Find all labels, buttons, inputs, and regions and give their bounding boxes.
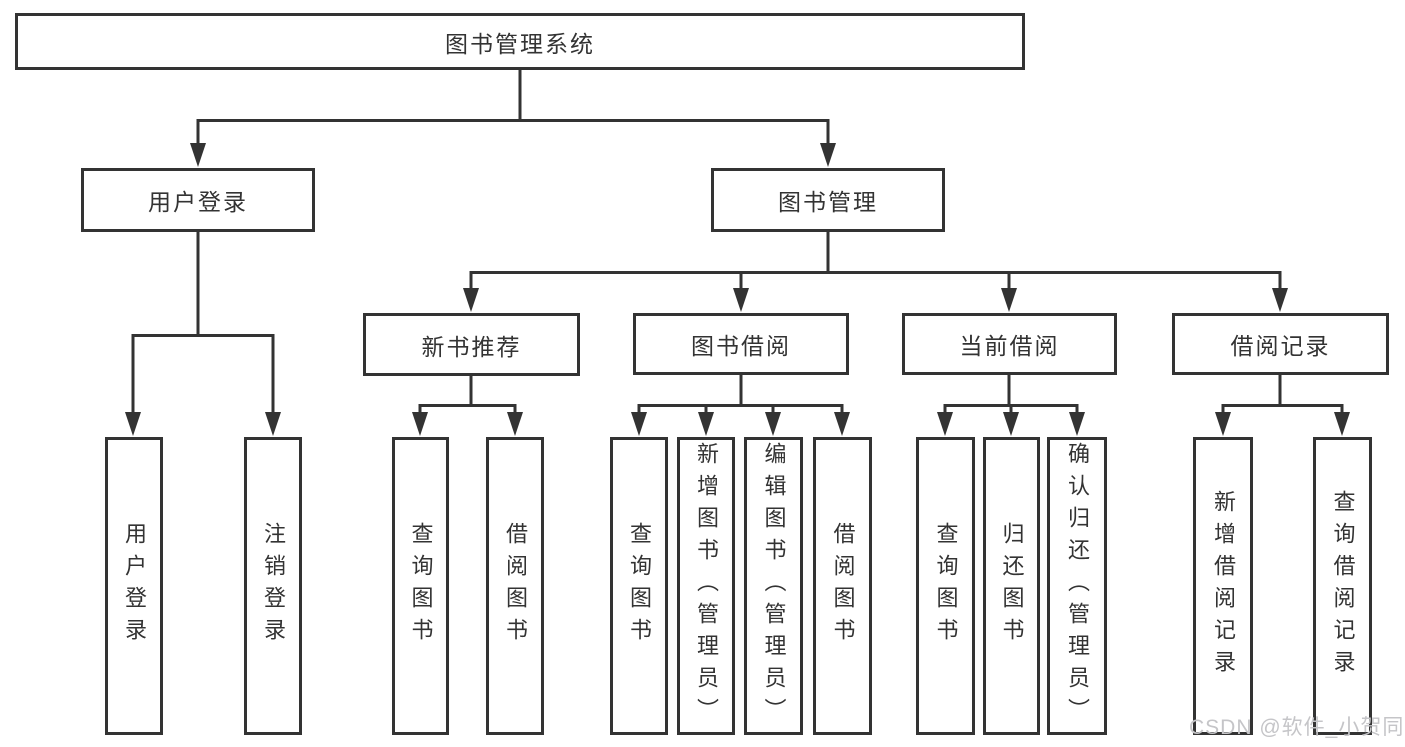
leaf-label: 查询图书 (408, 522, 434, 650)
leaf-label: 借阅图书 (503, 522, 528, 650)
leaf-label: 注销登录 (261, 522, 286, 650)
node-book-borrowing: 图书借阅 (633, 313, 849, 375)
leaf-return-book: 归还图书 (983, 437, 1040, 735)
leaf-borrow-book-recommend: 借阅图书 (486, 437, 544, 735)
node-label: 借阅记录 (1230, 333, 1331, 359)
csdn-watermark: CSDN @软件_小贺同学 (1189, 716, 1405, 739)
leaf-label: 借阅图书 (830, 522, 856, 650)
connector-borrow-record-to-leaves (1215, 375, 1350, 436)
leaf-add-borrow-record: 新增借阅记录 (1193, 437, 1253, 735)
node-label: 图书管理系统 (445, 30, 595, 57)
leaf-label: 用户登录 (122, 522, 147, 650)
leaf-borrow-book: 借阅图书 (813, 437, 872, 735)
node-current-borrowing: 当前借阅 (902, 313, 1117, 375)
leaf-edit-book-admin: 编辑图书（管理员） (744, 437, 803, 735)
leaf-label: 编辑图书（管理员） (761, 442, 787, 730)
leaf-add-book-admin: 新增图书（管理员） (677, 437, 735, 735)
leaf-query-book-current: 查询图书 (916, 437, 975, 735)
node-new-book-recommend: 新书推荐 (363, 313, 580, 376)
leaf-label: 查询图书 (933, 522, 959, 650)
node-user-login: 用户登录 (81, 168, 315, 232)
leaf-confirm-return-admin: 确认归还（管理员） (1047, 437, 1107, 735)
leaf-query-book-borrowing: 查询图书 (610, 437, 668, 735)
node-label: 新书推荐 (421, 333, 522, 360)
node-borrowing-records: 借阅记录 (1172, 313, 1389, 375)
leaf-label: 新增借阅记录 (1211, 490, 1236, 682)
node-label: 图书管理 (778, 189, 878, 215)
leaf-label: 归还图书 (999, 522, 1025, 650)
leaf-label: 查询借阅记录 (1330, 490, 1356, 682)
leaf-query-borrow-record: 查询借阅记录 (1313, 437, 1372, 735)
connector-root-to-level2 (190, 70, 836, 167)
connector-user-login-to-leaves (125, 232, 281, 436)
leaf-label: 确认归还（管理员） (1065, 442, 1090, 730)
node-label: 图书借阅 (691, 333, 791, 359)
leaf-user-login: 用户登录 (105, 437, 163, 735)
connector-current-borrow-to-leaves (937, 375, 1085, 436)
leaf-logout: 注销登录 (244, 437, 302, 735)
connector-new-book-to-leaves (412, 376, 523, 436)
leaf-label: 新增图书（管理员） (694, 442, 719, 730)
leaf-query-book-recommend: 查询图书 (392, 437, 449, 735)
node-label: 用户登录 (148, 189, 248, 215)
node-label: 当前借阅 (959, 333, 1060, 359)
connector-book-mgmt-to-level3 (463, 232, 1288, 312)
node-book-management: 图书管理 (711, 168, 945, 232)
leaf-label: 查询图书 (627, 522, 652, 650)
node-library-management-system: 图书管理系统 (15, 13, 1025, 70)
connector-book-borrow-to-leaves (631, 375, 850, 436)
